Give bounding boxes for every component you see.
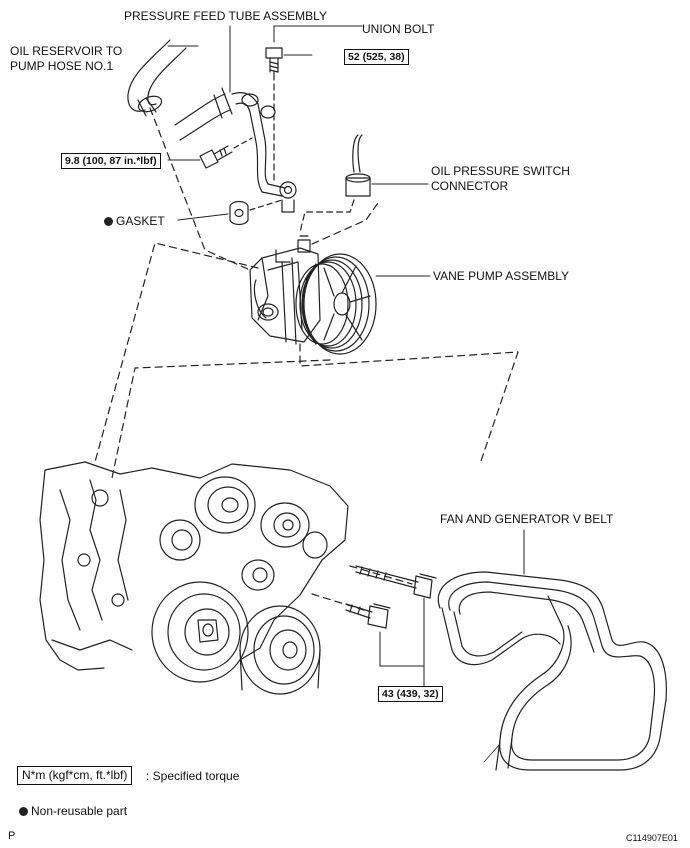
legend-non-reusable: Non-reusable part [19,804,127,818]
torque-union-bolt: 52 (525, 38) [344,49,409,65]
oil-pressure-switch [345,134,371,197]
pressure-feed-tube [174,87,297,213]
leader-lines [167,25,525,575]
legend-non-reusable-text: Non-reusable part [31,804,128,818]
engine-block [39,461,349,695]
gasket-part [229,200,249,226]
tube-clamp-bolt [199,145,233,169]
vane-pump-body [249,235,321,345]
label-vane-pump: VANE PUMP ASSEMBLY [433,269,570,283]
pump-bolt-long [355,565,437,599]
vane-pump-pulley [295,253,377,355]
footer-left-code: P [8,830,16,842]
non-reusable-dot-icon [104,217,113,226]
torque-tube-bolt: 9.8 (100, 87 in.*lbf) [61,153,161,169]
label-oil-reservoir-line1: OIL RESERVOIR TO [10,44,123,58]
pump-mount-guides [94,107,519,611]
label-oil-reservoir-line2: PUMP HOSE NO.1 [10,59,114,73]
legend-torque-units: N*m (kgf*cm, ft.*lbf) [17,766,133,785]
footer-figure-id: C114907E01 [626,833,678,843]
label-gasket-text: GASKET [116,214,165,228]
reservoir-hose [127,39,187,117]
label-oil-pressure-switch-line1: OIL PRESSURE SWITCH [431,164,570,178]
union-bolt-part [265,47,283,81]
torque-pump-bolts: 43 (439, 32) [378,686,443,702]
label-union-bolt: UNION BOLT [362,22,435,36]
pump-bolt-short [345,603,391,629]
legend-dot-icon [19,807,28,816]
legend-torque-desc: : Specified torque [146,769,240,783]
label-fan-belt: FAN AND GENERATOR V BELT [440,512,614,526]
label-oil-pressure-switch-line2: CONNECTOR [431,179,509,193]
label-pressure-feed-tube: PRESSURE FEED TUBE ASSEMBLY [124,9,327,23]
label-gasket: GASKET [104,214,165,228]
fan-generator-v-belt [437,571,667,771]
